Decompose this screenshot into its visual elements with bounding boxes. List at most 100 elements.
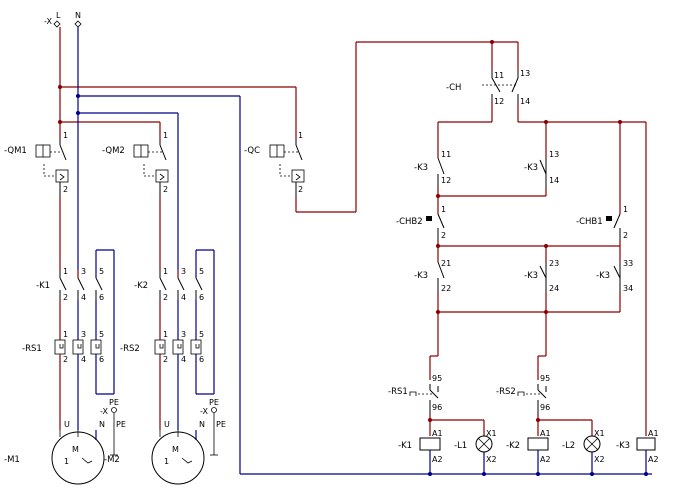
svg-text:2: 2: [63, 185, 68, 194]
svg-text:13: 13: [549, 150, 559, 159]
svg-text:-K3: -K3: [414, 163, 428, 173]
relay-rs2-power: -RS2 1 3 5 2 4 6: [120, 330, 214, 430]
svg-text:4: 4: [81, 355, 86, 364]
svg-text:12: 12: [494, 97, 504, 106]
svg-text:PE: PE: [109, 398, 119, 407]
svg-text:33: 33: [623, 259, 633, 268]
l1-tag: -L1: [454, 441, 467, 451]
ch-tag: -CH: [446, 83, 461, 93]
rs2-tag: -RS2: [120, 344, 140, 354]
rs1-tag: -RS1: [22, 344, 42, 354]
svg-text:1: 1: [63, 131, 68, 140]
svg-text:95: 95: [432, 374, 442, 383]
svg-text:1: 1: [63, 330, 68, 339]
svg-text:PE: PE: [216, 420, 226, 429]
qc-tag: -QC: [244, 146, 260, 156]
svg-text:5: 5: [99, 267, 104, 276]
svg-text:M: M: [172, 445, 179, 454]
svg-text:1: 1: [298, 131, 303, 140]
svg-text:1: 1: [164, 457, 169, 466]
button-chb1: -CHB1 1 2: [576, 122, 628, 262]
breaker-qc: -QC 1 2: [244, 40, 518, 213]
svg-text:4: 4: [81, 293, 86, 302]
chb2-tag: -CHB2: [396, 217, 423, 227]
qm2-tag: -QM2: [102, 146, 125, 156]
svg-text:PE: PE: [116, 420, 126, 429]
m2-tag: -M2: [104, 455, 120, 465]
k2-tag: -K2: [134, 281, 148, 291]
svg-text:2: 2: [163, 293, 168, 302]
button-chb2: -CHB2 1 2: [396, 205, 620, 262]
svg-text:-X: -X: [100, 407, 108, 416]
svg-text:1: 1: [623, 205, 628, 214]
svg-text:14: 14: [520, 97, 530, 106]
coil-k1: A1 A2 -K1: [398, 429, 443, 476]
motor-m2: U N PE -X PE M 1 -M2: [104, 398, 226, 485]
svg-text:-K3: -K3: [524, 271, 538, 281]
switch-ch: -CH 11 13 12 14: [438, 42, 646, 124]
contact-k3-23-24: -K3 23 24: [524, 246, 559, 356]
k3-coil-tag: -K3: [616, 441, 630, 451]
contact-k3-11-12: -K3 11 12: [414, 122, 451, 214]
breaker-qm2: -QM2 1 2: [102, 128, 169, 270]
rs2-contact-tag: -RS2: [496, 387, 516, 397]
svg-text:6: 6: [99, 293, 104, 302]
svg-text:24: 24: [549, 284, 559, 293]
svg-text:1: 1: [163, 330, 168, 339]
svg-text:X2: X2: [486, 455, 497, 464]
qm1-tag: -QM1: [4, 146, 27, 156]
svg-text:6: 6: [199, 293, 204, 302]
svg-text:6: 6: [99, 355, 104, 364]
supply-terminal: -X L N: [44, 11, 82, 28]
supply-l-label: L: [56, 11, 61, 20]
svg-text:4: 4: [181, 293, 186, 302]
contactor-k1-power: -K1 1 3 5 2 4 6: [36, 249, 115, 394]
contact-rs2-95-96: -RS2 95 96: [496, 355, 593, 436]
breaker-qm1: -QM1 1 2: [4, 128, 69, 270]
svg-text:23: 23: [549, 259, 559, 268]
svg-text:2: 2: [163, 355, 168, 364]
contact-rs1-95-96: -RS1 95 96: [388, 312, 485, 436]
l2-tag: -L2: [562, 441, 575, 451]
svg-text:12: 12: [441, 176, 451, 185]
m1-tag: -M1: [4, 455, 20, 465]
contact-k3-21-22: -K3 21 22: [414, 259, 451, 312]
svg-text:11: 11: [494, 71, 504, 80]
svg-text:3: 3: [181, 330, 186, 339]
svg-text:2: 2: [441, 231, 446, 240]
contactor-k2-power: -K2 1 3 5 2 4 6: [134, 249, 215, 394]
lamp-l2: X1 X2 -L2: [562, 429, 605, 476]
svg-text:4: 4: [181, 355, 186, 364]
coil-k3: A1 A2 -K3: [616, 122, 659, 476]
svg-text:1: 1: [63, 267, 68, 276]
k1-tag: -K1: [36, 281, 50, 291]
svg-text:-K3: -K3: [596, 271, 610, 281]
svg-text:96: 96: [540, 403, 550, 412]
svg-text:5: 5: [199, 330, 204, 339]
svg-text:X2: X2: [594, 455, 605, 464]
svg-text:11: 11: [441, 150, 451, 159]
rs1-contact-tag: -RS1: [388, 387, 408, 397]
svg-text:2: 2: [63, 293, 68, 302]
svg-text:6: 6: [199, 355, 204, 364]
svg-text:N: N: [199, 420, 205, 429]
contact-k3-33-34: -K3 33 34: [436, 259, 633, 314]
neutral-bus: [76, 27, 652, 475]
svg-text:A1: A1: [540, 429, 551, 438]
motor-m1: U N PE -X PE M 1 -M1: [4, 398, 126, 485]
k2-coil-tag: -K2: [506, 441, 520, 451]
svg-text:5: 5: [99, 330, 104, 339]
k1-coil-tag: -K1: [398, 441, 412, 451]
supply-x-label: -X: [44, 17, 52, 26]
svg-text:A2: A2: [540, 455, 551, 464]
svg-text:95: 95: [540, 374, 550, 383]
svg-text:3: 3: [181, 267, 186, 276]
svg-text:14: 14: [549, 176, 559, 185]
svg-text:U: U: [164, 420, 170, 429]
svg-text:1: 1: [64, 457, 69, 466]
svg-text:1: 1: [163, 131, 168, 140]
svg-text:13: 13: [520, 69, 530, 78]
relay-rs1-power: -RS1 1 3 5 2 4 6: [22, 330, 114, 430]
svg-text:1: 1: [441, 205, 446, 214]
